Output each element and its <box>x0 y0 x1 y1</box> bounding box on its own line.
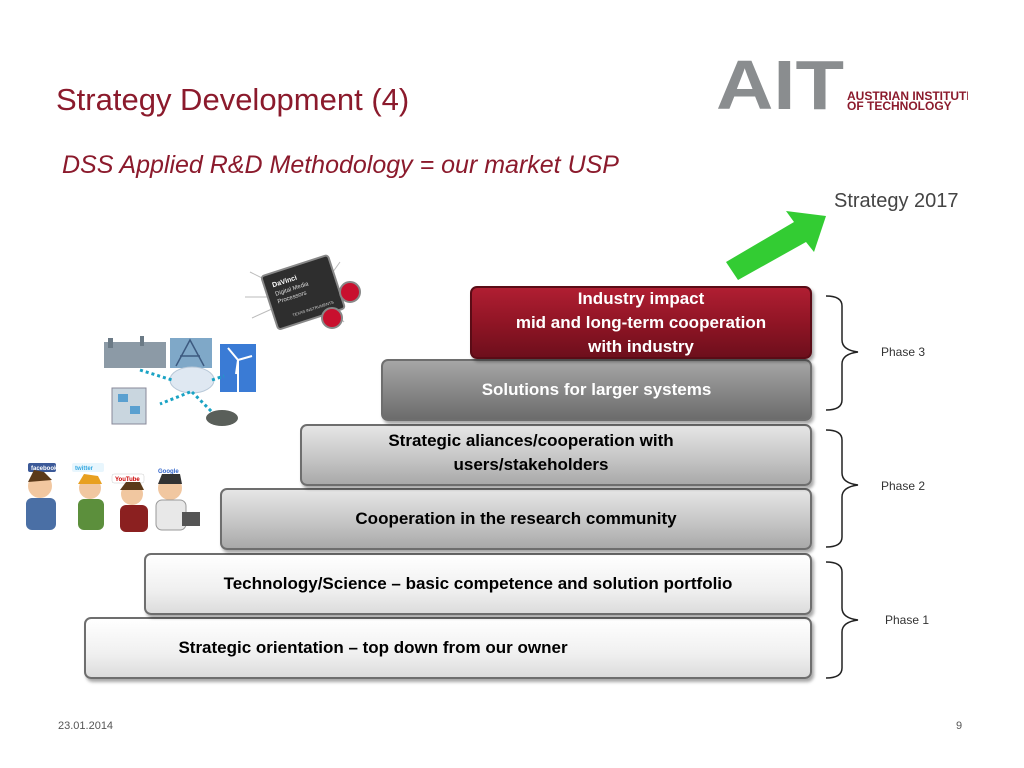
phase-3-bracket <box>825 295 859 411</box>
logo-line2: OF TECHNOLOGY <box>847 99 952 112</box>
ait-logo-mark: AIT AUSTRIAN INSTITUTE OF TECHNOLOGY <box>716 46 974 124</box>
social-media-users-image: facebook twitter YouTube Google <box>10 462 210 534</box>
ait-logo: AIT AUSTRIAN INSTITUTE OF TECHNOLOGY <box>716 46 974 124</box>
phase-2-label: Phase 2 <box>881 479 926 493</box>
step-strategic-orientation: Strategic orientation – top down from ou… <box>84 617 812 679</box>
chip-image: DaVinci Digital Media Processors TEXAS I… <box>240 252 368 332</box>
step-text: Strategic aliances/cooperation with user… <box>388 431 674 474</box>
page-title: Strategy Development (4) <box>56 82 410 117</box>
step-text-line3: with industry <box>588 336 694 356</box>
phase-2-bracket <box>825 429 859 548</box>
phase-3-label: Phase 3 <box>881 345 926 359</box>
step-text: Cooperation in the research community <box>355 509 677 528</box>
logo-line1: AUSTRIAN INSTITUTE <box>847 89 968 103</box>
phase-brackets <box>825 295 859 679</box>
step-research-cooperation: Cooperation in the research community <box>220 488 812 550</box>
social-label-3: YouTube <box>115 477 140 483</box>
energy-network-image <box>100 336 260 428</box>
step-larger-systems: Solutions for larger systems <box>381 359 812 421</box>
page-subtitle: DSS Applied R&D Methodology = our market… <box>62 151 619 179</box>
step-text-line2: mid and long-term cooperation <box>515 312 767 332</box>
social-label-2: twitter <box>75 466 94 472</box>
step-strategic-alliances: Strategic aliances/cooperation with user… <box>300 424 812 486</box>
step-text: Solutions for larger systems <box>481 380 712 399</box>
strategy-label: Strategy 2017 <box>834 190 959 212</box>
step-industry-impact: Industry impact mid and long-term cooper… <box>470 286 812 359</box>
footer-page-number: 9 <box>956 720 963 732</box>
up-right-arrow-icon <box>726 211 826 280</box>
step-technology-science: Technology/Science – basic competence an… <box>144 553 812 615</box>
footer-date: 23.01.2014 <box>58 720 114 732</box>
logo-mark-text: AIT <box>716 56 844 112</box>
step-text: Technology/Science – basic competence an… <box>223 574 733 593</box>
phase-1-label: Phase 1 <box>885 613 930 627</box>
social-label-4: Google <box>158 469 179 475</box>
phase-1-bracket <box>825 561 859 679</box>
social-label-1: facebook <box>31 466 58 472</box>
step-text: Strategic orientation – top down from ou… <box>178 638 568 657</box>
step-text-line1: Industry impact <box>577 288 705 308</box>
